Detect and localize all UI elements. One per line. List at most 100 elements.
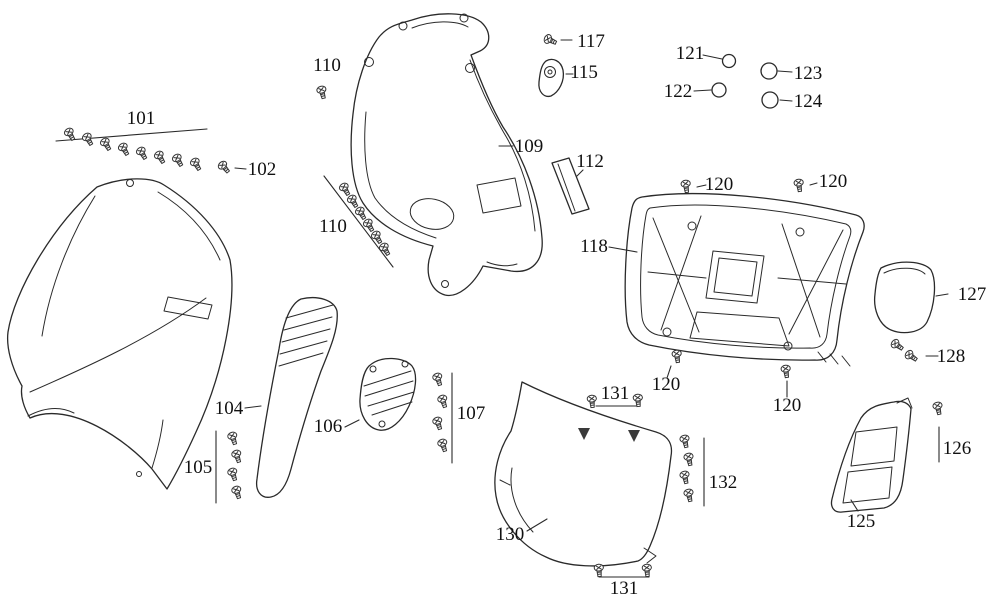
screw-icon xyxy=(436,437,450,454)
screw-icon xyxy=(678,433,692,449)
screw-icon xyxy=(632,393,644,408)
screw-icon xyxy=(230,448,244,465)
floor-panel-hatch xyxy=(817,351,827,363)
part-label-130: 130 xyxy=(496,524,525,545)
inner-fairing-hole xyxy=(364,57,374,67)
screw-icon xyxy=(337,181,353,198)
louver-grille-slat xyxy=(364,380,414,397)
part-label-110-mid: 110 xyxy=(319,216,347,237)
floor-panel-bottom-recess xyxy=(689,311,790,347)
inner-fairing-hole xyxy=(398,21,408,31)
part-label-102: 102 xyxy=(248,159,277,180)
screw-icon xyxy=(641,563,653,578)
screw-icon xyxy=(431,371,445,388)
leader-line-110 xyxy=(323,175,394,268)
part-label-106: 106 xyxy=(314,416,343,437)
inner-fairing-inner-right-contour xyxy=(469,59,536,232)
screw-icon xyxy=(315,84,329,100)
washer-123 xyxy=(760,62,778,80)
screw-icon xyxy=(931,400,945,416)
fastener-circles xyxy=(711,53,779,109)
side-cover-inner-line xyxy=(883,267,926,275)
floor-panel-screw-hole xyxy=(783,341,793,351)
screw-icon xyxy=(369,229,385,246)
louver-grille-hole xyxy=(378,420,386,428)
leader-line-123 xyxy=(777,70,793,73)
lower-panel-outline xyxy=(494,381,673,567)
inner-fairing-outline xyxy=(350,13,543,297)
part-label-105: 105 xyxy=(184,457,213,478)
floor-panel-hatch xyxy=(841,355,851,367)
lower-panel-130 xyxy=(494,381,673,567)
part-label-126: 126 xyxy=(943,438,972,459)
trim-garnish-louver xyxy=(279,340,328,355)
part-label-107: 107 xyxy=(457,403,486,424)
front-fairing-hole xyxy=(126,179,134,187)
screw-icon xyxy=(230,484,244,501)
part-label-121: 121 xyxy=(676,43,705,64)
part-label-124: 124 xyxy=(794,91,823,112)
bracket-outline xyxy=(830,400,912,513)
floor-panel-screw-hole xyxy=(795,227,805,237)
part-label-110-top: 110 xyxy=(313,55,341,76)
inner-fairing-top-inner-line xyxy=(411,21,469,29)
part-labels: 101 102 110 109 117 115 121 122 123 124 … xyxy=(127,31,987,599)
front-fairing-tip-line xyxy=(151,419,164,469)
screw-icon xyxy=(116,141,132,158)
part-label-120-d: 120 xyxy=(773,395,802,416)
louver-grille-hole xyxy=(369,365,377,373)
louver-grille-slat xyxy=(367,391,415,407)
louver-grille-106 xyxy=(359,357,417,431)
bracket-125 xyxy=(830,397,913,513)
part-label-101: 101 xyxy=(127,108,156,129)
screw-icon xyxy=(80,131,96,148)
front-fairing-inner-left-line xyxy=(41,195,96,337)
screw-icon xyxy=(671,349,683,364)
trim-garnish-outline xyxy=(255,296,338,498)
leader-line-118 xyxy=(608,246,638,253)
part-label-125: 125 xyxy=(847,511,876,532)
front-fairing-vent-slot xyxy=(163,296,213,320)
inner-fairing-hole xyxy=(459,13,469,23)
leader-line-124 xyxy=(779,99,793,102)
grommet-outline xyxy=(538,58,565,98)
part-label-120-c: 120 xyxy=(652,374,681,395)
trim-strip-112 xyxy=(551,157,590,215)
part-label-112: 112 xyxy=(576,151,604,172)
grommet-115 xyxy=(538,58,565,98)
floor-panel-right-rib xyxy=(788,229,844,335)
leader-line-130 xyxy=(526,518,548,532)
leader-line-120-a xyxy=(696,184,707,188)
inner-fairing-hole xyxy=(441,280,449,288)
screw-icon xyxy=(793,178,805,193)
trim-strip-outline xyxy=(551,157,590,215)
louver-grille-slat xyxy=(371,401,413,416)
part-label-120-b: 120 xyxy=(819,171,848,192)
leader-line-106 xyxy=(344,419,360,428)
part-label-109: 109 xyxy=(515,136,544,157)
inner-fairing-inner-left-contour xyxy=(364,111,437,239)
part-label-118: 118 xyxy=(580,236,608,257)
screw-icon xyxy=(678,469,692,485)
lower-panel-inner-line xyxy=(510,467,534,533)
leader-line-112 xyxy=(576,169,584,177)
front-fairing-panel xyxy=(6,178,233,490)
screw-icon xyxy=(226,430,240,447)
floor-panel-left-rib xyxy=(660,215,702,331)
screw-icon xyxy=(431,415,445,432)
leader-line-125 xyxy=(850,499,859,512)
screw-icon xyxy=(542,32,559,48)
floor-panel-inner-border xyxy=(640,204,852,349)
side-cover-outline xyxy=(873,261,936,334)
inner-fairing-oval-cutout xyxy=(409,198,455,230)
trim-garnish-louver xyxy=(278,352,324,367)
front-fairing-outline xyxy=(6,178,233,490)
floor-panel-center-cutout xyxy=(705,250,765,304)
leader-line-121 xyxy=(702,54,723,60)
part-label-123: 123 xyxy=(794,63,823,84)
floor-panel-screw-hole xyxy=(662,327,672,337)
inner-fairing-bottom-line xyxy=(486,261,518,267)
screw-icon xyxy=(377,241,393,258)
